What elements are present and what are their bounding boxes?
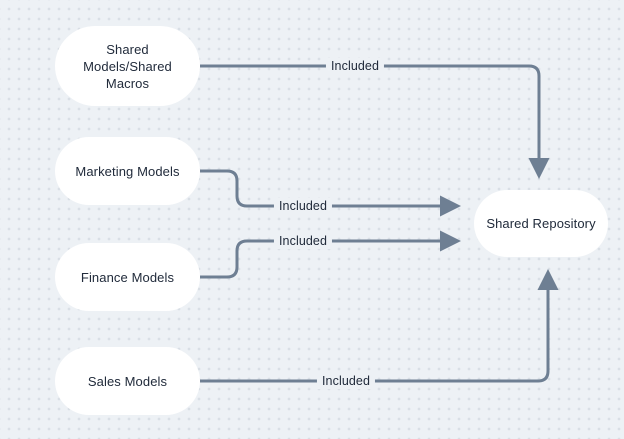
- edge-label-marketing-models: Included: [273, 198, 333, 214]
- node-marketing-models[interactable]: Marketing Models: [55, 137, 200, 205]
- node-sales-models-label: Sales Models: [87, 373, 168, 389]
- edge-label-finance-models: Included: [273, 233, 333, 249]
- node-finance-models[interactable]: Finance Models: [55, 243, 200, 311]
- node-shared-models-line3: Macros: [105, 75, 150, 91]
- edge-path-sales-models: [200, 269, 559, 383]
- node-shared-models-line1: Shared: [106, 41, 149, 57]
- node-marketing-models-label: Marketing Models: [75, 163, 180, 179]
- edge-path-finance-models: [200, 230, 461, 279]
- node-finance-models-label: Finance Models: [80, 269, 175, 285]
- edge-label-sales-models: Included: [316, 373, 376, 389]
- edge-path-marketing-models: [200, 169, 461, 217]
- node-shared-models-line2: Models/Shared: [83, 58, 172, 74]
- node-shared-repository-label: Shared Repository: [486, 216, 596, 231]
- node-shared-repository[interactable]: Shared Repository: [474, 190, 608, 257]
- edge-label-shared-models: Included: [325, 58, 385, 74]
- node-sales-models[interactable]: Sales Models: [55, 347, 200, 415]
- node-shared-models[interactable]: Shared Models/Shared Macros: [55, 26, 200, 106]
- edge-path-shared-models: [200, 64, 550, 179]
